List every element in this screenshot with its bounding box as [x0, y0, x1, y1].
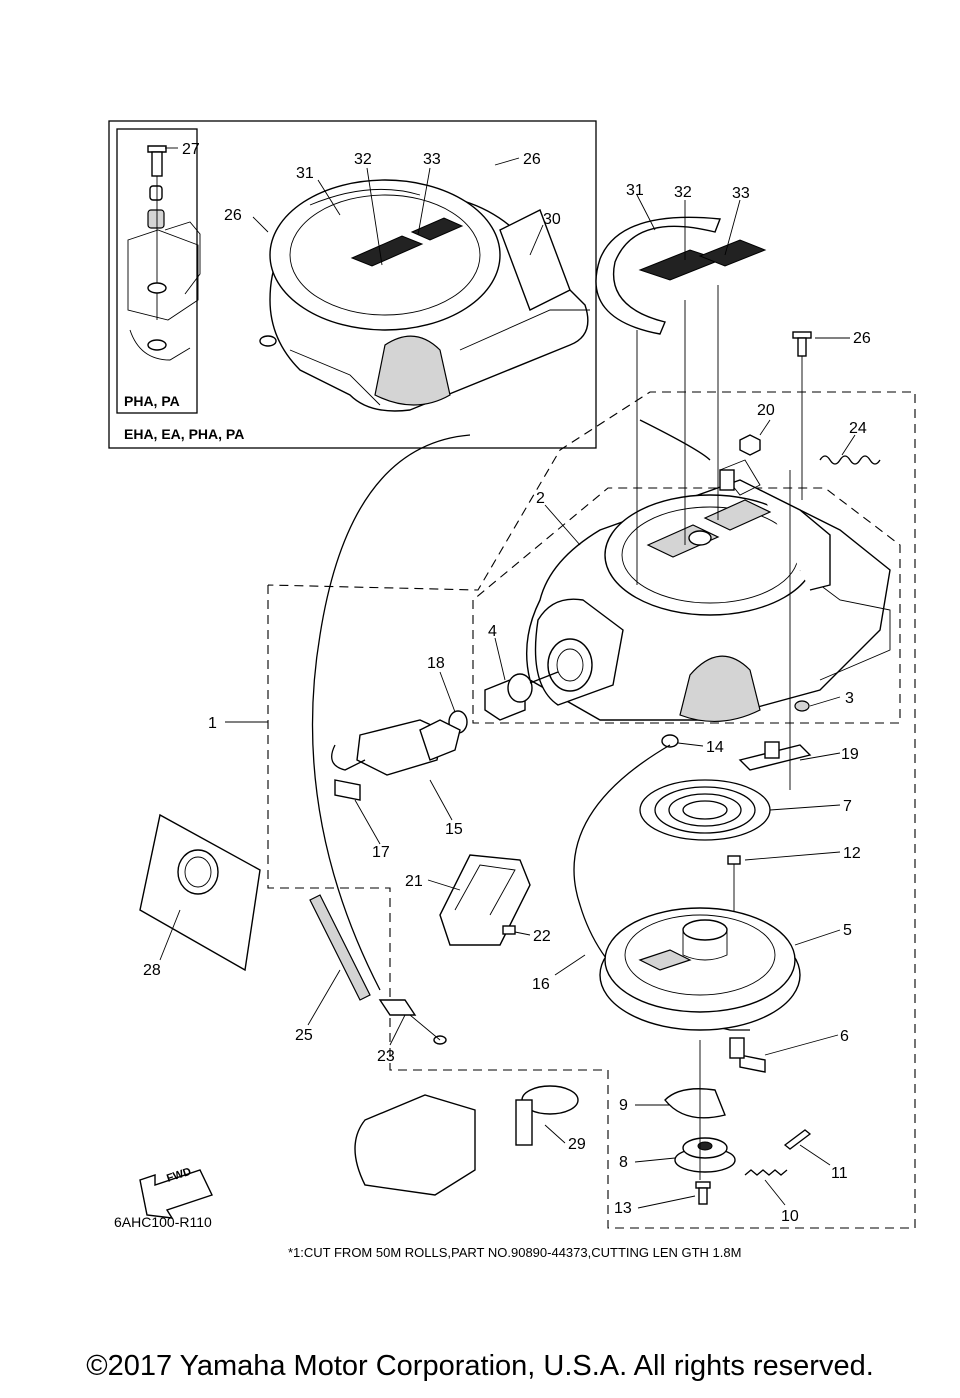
- callout-32: 32: [354, 151, 372, 168]
- callout-33: 33: [732, 185, 750, 202]
- callout-12: 12: [843, 845, 861, 862]
- callout-21: 21: [405, 873, 423, 890]
- callout-26: 26: [853, 330, 871, 347]
- callout-16: 16: [532, 976, 550, 993]
- callout-leaders: [159, 147, 856, 1209]
- callout-22: 22: [533, 928, 551, 945]
- callout-11: 11: [831, 1165, 848, 1182]
- callout-32: 32: [674, 184, 692, 201]
- variant-label-outer: EHA, EA, PHA, PA: [124, 426, 244, 442]
- drawing-code: 6AHC100-R110: [114, 1214, 212, 1230]
- callout-30: 30: [543, 211, 561, 228]
- callout-27: 27: [182, 141, 200, 158]
- callout-18: 18: [427, 655, 445, 672]
- assembly-outlines: [267, 391, 916, 1229]
- callout-26: 26: [523, 151, 541, 168]
- callout-23: 23: [377, 1048, 395, 1065]
- callout-14: 14: [706, 739, 724, 756]
- screw-stack-detail: [127, 145, 201, 361]
- callout-17: 17: [372, 844, 390, 861]
- callout-15: 15: [445, 821, 463, 838]
- inset-starter-cover: [259, 179, 590, 412]
- callout-1: 1: [208, 715, 217, 732]
- callout-25: 25: [295, 1027, 313, 1044]
- callout-5: 5: [843, 922, 852, 939]
- callout-2: 2: [536, 490, 545, 507]
- callout-20: 20: [757, 402, 775, 419]
- callout-31: 31: [626, 182, 644, 199]
- callout-numbers: 27 32 33 26 31 26 30 31 32 33 26 20 24 2…: [143, 141, 871, 1225]
- small-parts: [139, 285, 881, 1205]
- callout-28: 28: [143, 962, 161, 979]
- copyright-notice: ©2017 Yamaha Motor Corporation, U.S.A. A…: [86, 1350, 874, 1382]
- callout-9: 9: [619, 1097, 628, 1114]
- callout-31: 31: [296, 165, 314, 182]
- callout-26: 26: [224, 207, 242, 224]
- callout-3: 3: [845, 690, 854, 707]
- callout-13: 13: [614, 1200, 632, 1217]
- callout-33: 33: [423, 151, 441, 168]
- callout-19: 19: [841, 746, 859, 763]
- starter-housing: [526, 459, 891, 722]
- footnote: *1:CUT FROM 50M ROLLS,PART NO.90890-4437…: [288, 1245, 741, 1260]
- variant-label-inner: PHA, PA: [124, 393, 180, 409]
- variant-inset: PHA, PA EHA, EA, PHA, PA: [108, 120, 597, 449]
- callout-24: 24: [849, 420, 867, 437]
- loose-decals: [595, 216, 767, 335]
- callout-4: 4: [488, 623, 497, 640]
- callout-29: 29: [568, 1136, 586, 1153]
- fwd-arrow-icon: FWD: [139, 1166, 213, 1219]
- callout-7: 7: [843, 798, 852, 815]
- callout-6: 6: [840, 1028, 849, 1045]
- callout-10: 10: [781, 1208, 799, 1225]
- callout-8: 8: [619, 1154, 628, 1171]
